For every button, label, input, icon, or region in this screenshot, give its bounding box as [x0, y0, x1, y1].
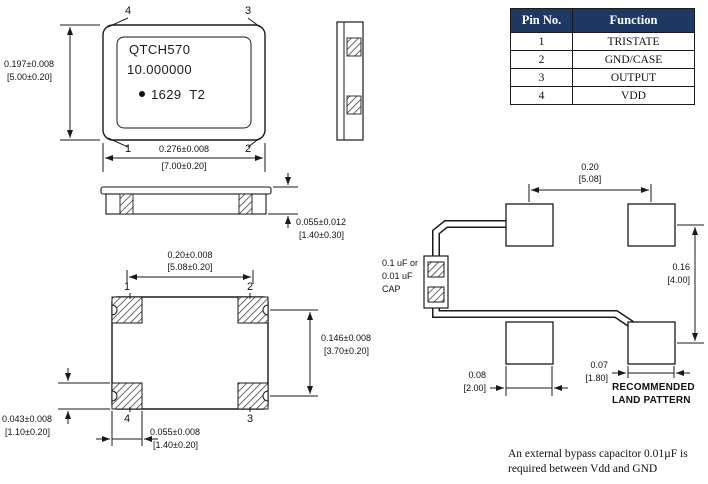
width-dim-inch: 0.276±0.008: [159, 144, 209, 154]
pin-number-cell: 4: [510, 86, 573, 105]
castellation-notch: [262, 390, 269, 402]
castellation-notch: [111, 304, 118, 316]
land-pad2-dim-inch: 0.07: [590, 360, 608, 370]
land-pattern-title-line1: RECOMMENDED: [612, 382, 695, 393]
table-row: 4 VDD: [510, 86, 695, 105]
package-inner-face: [116, 36, 252, 129]
castellation-pad: [346, 95, 362, 115]
top-view-pin4-label: 4: [124, 5, 132, 17]
pad-width-dim-mm: [1.40±0.20]: [153, 440, 198, 450]
land-pattern-drawing: [423, 184, 704, 396]
land-pitch-y-dim-inch: 0.16: [672, 262, 690, 272]
land-pad1-dim-mm: [2.00]: [463, 383, 486, 393]
table-row: 3 OUTPUT: [510, 68, 695, 87]
bottom-view-pin2-label: 2: [246, 281, 254, 293]
capacitor-plate: [427, 286, 445, 303]
thickness-dim-mm: [1.40±0.30]: [299, 230, 344, 240]
land-pad2-dim-mm: [1.80]: [585, 373, 608, 383]
pad-height-dim-inch: 0.043±0.008: [2, 414, 52, 424]
top-view-pin1-label: 1: [124, 143, 132, 155]
trace-to-top-pad-fill: [433, 221, 515, 258]
pad-pitch-y-dim-mm: [3.70±0.20]: [324, 346, 369, 356]
pin-function-cell: GND/CASE: [572, 50, 695, 69]
part-number-marking: QTCH570: [129, 42, 191, 57]
pin-number-cell: 1: [510, 32, 573, 51]
pin3-leader-line: [247, 17, 261, 28]
pin-function-cell: VDD: [572, 86, 695, 105]
top-view-pin3-label: 3: [244, 5, 252, 17]
pin-number-cell: 2: [510, 50, 573, 69]
land-pitch-x-dim-inch: 0.20: [581, 162, 599, 172]
land-pad1-dim-inch: 0.08: [468, 370, 486, 380]
castellation-pad: [238, 193, 253, 215]
height-dim-mm: [5.00±0.20]: [7, 72, 52, 82]
table-header-row: Pin No. Function: [510, 8, 695, 33]
pad-pitch-x-dim-mm: [5.08±0.20]: [167, 262, 213, 272]
pad-height-dim-mm: [1.10±0.20]: [5, 427, 50, 437]
table-row: 2 GND/CASE: [510, 50, 695, 69]
datecode-marking: 1629 T2: [151, 87, 206, 102]
table-row: 1 TRISTATE: [510, 32, 695, 51]
bottom-view-pin4-label: 4: [123, 413, 131, 425]
pin1-leader-line: [107, 137, 129, 148]
pin-function-table: Pin No. Function 1 TRISTATE 2 GND/CASE 3…: [510, 8, 695, 105]
bypass-capacitor-note-line1: An external bypass capacitor 0.01µF is: [508, 448, 688, 460]
land-pattern-title-line2: LAND PATTERN: [612, 395, 691, 406]
land-pad-bottom-left: [505, 321, 554, 365]
pad-width-dim-inch: 0.055±0.008: [150, 427, 200, 437]
bypass-cap-label-line3: CAP: [382, 284, 401, 294]
castellation-pad: [119, 193, 134, 215]
height-dim-inch: 0.197±0.008: [4, 59, 54, 69]
castellation-notch: [262, 304, 269, 316]
pin-function-cell: TRISTATE: [572, 32, 695, 51]
pad-pitch-y-dim-inch: 0.146±0.008: [321, 333, 371, 343]
bypass-cap-label-line2: 0.01 uF: [382, 271, 413, 281]
thickness-dim-inch: 0.055±0.012: [296, 217, 346, 227]
bottom-view-drawing: [58, 270, 318, 446]
land-pitch-y-dim-mm: [4.00]: [667, 275, 690, 285]
pin2-leader-line: [247, 137, 261, 148]
width-dim-mm: [7.00±0.20]: [161, 161, 207, 171]
pin-function-cell: OUTPUT: [572, 68, 695, 87]
castellation-notch: [111, 390, 118, 402]
land-pitch-x-dim-mm: [5.08]: [578, 174, 602, 184]
frequency-marking: 10.000000: [127, 62, 193, 77]
bypass-capacitor-note-line2: required between Vdd and GND: [508, 463, 658, 475]
top-view-pin2-label: 2: [244, 143, 252, 155]
capacitor-plate: [427, 261, 445, 278]
package-outline-bottom: [111, 296, 269, 410]
package-lid: [100, 186, 272, 195]
land-pad-top-left: [505, 203, 554, 247]
bypass-cap-label-line1: 0.1 uF or: [382, 258, 419, 268]
package-body: [105, 193, 267, 215]
pin-number-header: Pin No.: [510, 8, 573, 33]
side-view-horizontal: [100, 173, 298, 228]
pin1-marker-dot: [139, 91, 145, 97]
bottom-view-pin3-label: 3: [246, 413, 254, 425]
top-view-drawing: [60, 17, 266, 172]
land-pad-top-right: [627, 203, 676, 247]
land-pad-bottom-right: [627, 321, 676, 365]
pin-number-cell: 3: [510, 68, 573, 87]
function-header: Function: [572, 8, 695, 33]
side-view-vertical: [336, 21, 364, 141]
castellation-pad: [346, 37, 362, 57]
pin4-leader-line: [107, 17, 129, 28]
pad-pitch-x-dim-inch: 0.20±0.008: [167, 250, 213, 260]
trace-to-bottom-pad-fill: [433, 306, 636, 329]
bottom-view-pin1-label: 1: [123, 281, 131, 293]
trace-to-top-pad: [432, 220, 515, 258]
